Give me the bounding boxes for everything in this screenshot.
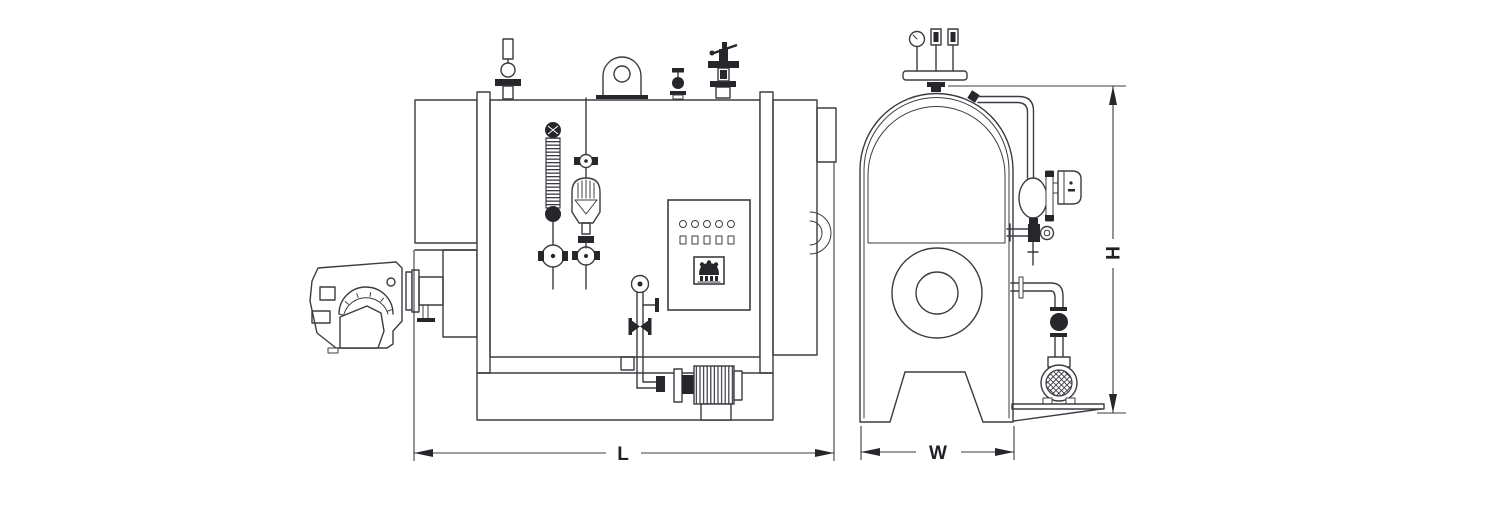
burner-support-foot [417,318,435,322]
arrowhead-down-icon [1109,394,1117,413]
dimension-length-label: L [617,444,629,465]
flue-outlet-box [816,107,837,163]
arrowhead-right-icon [815,449,834,457]
lifting-lug [596,56,648,99]
arrowhead-left-icon [414,449,433,457]
dimension-height: H [948,85,1126,414]
burner-motor [339,305,385,349]
gauge-valve-icon [930,28,942,46]
pipe-valve-icon [967,90,980,103]
pump-motor-body [693,365,735,405]
blowdown-valve [1006,217,1055,266]
pressure-gauge-icon [908,30,926,48]
level-controller-box [1057,170,1082,205]
steam-pipe [967,90,1035,179]
panel-buttons [679,235,735,245]
ball-valve-icon [1050,313,1068,331]
arrowhead-up-icon [1109,86,1117,105]
boiler-shell-side [414,91,837,421]
boiler-front-view [859,28,1105,423]
safety-valve [708,42,739,99]
burner-flange [405,271,413,311]
gauge-manifold [902,28,968,92]
arrowhead-right-icon [995,448,1014,456]
feed-pump-side [673,365,743,421]
dimension-height-label: H [1101,246,1122,260]
pump-pedestal [700,403,732,421]
arrowhead-left-icon [861,448,880,456]
gauge-glass-column [545,137,561,209]
burner-fan-scroll [338,286,394,315]
vent-valve [670,68,686,100]
float-chamber [1018,170,1059,222]
furnace-opening [891,247,983,339]
gate-valve-icon [631,320,640,333]
gauge-valve-icon [947,28,959,46]
dimension-width: W [860,426,1015,464]
feedwater-pipe-side [628,274,665,392]
control-panel [667,199,751,311]
pump-base-plate [1011,403,1105,410]
boiler-side-view [309,38,837,421]
burner-barrel [418,276,444,306]
check-valve-icon [630,274,650,294]
dimension-length: L [413,162,835,465]
dimension-width-label: W [929,443,947,464]
indicator-lights [679,220,735,228]
feed-pump-front [1010,276,1105,422]
brand-logo-icon [693,256,725,285]
pump-fan-grille [1045,369,1073,397]
base-frame-side [476,372,774,421]
water-level-gauge [538,122,568,290]
valve-handwheel-icon [1039,225,1055,241]
rear-pipe-stub [809,211,832,255]
steam-stop-valve [495,38,521,100]
float-level-controller [571,97,601,290]
burner-sight-glass-icon [386,277,396,287]
burner [309,261,444,354]
lug-hole [613,65,631,83]
boiler-shell-front [859,92,1014,423]
drain-notch [620,356,635,371]
